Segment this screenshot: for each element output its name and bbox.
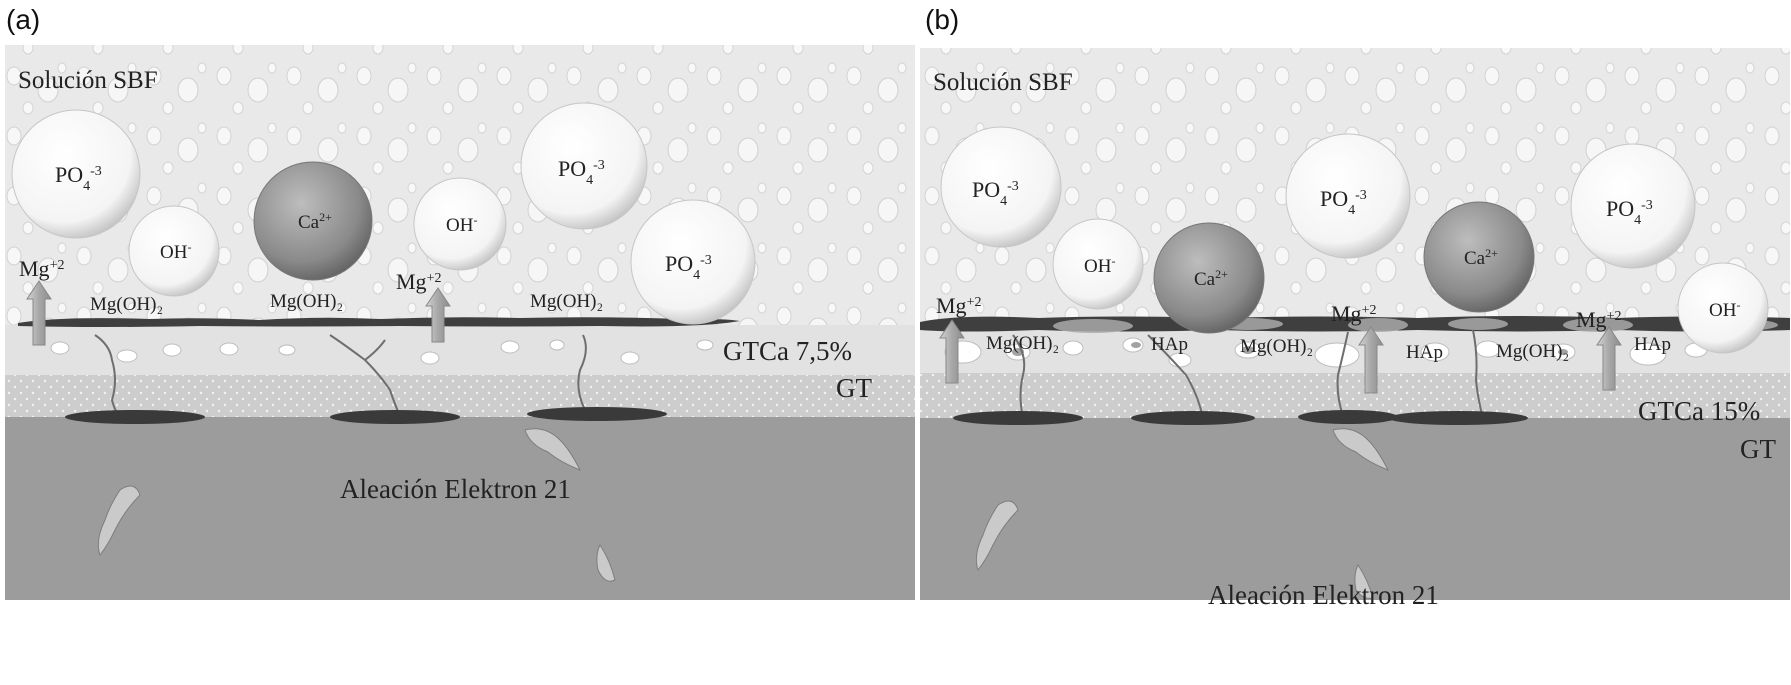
coating-label: GTCa 7,5% [723,336,852,366]
svg-text:OH-: OH- [1084,254,1115,277]
mg-ion-label: Mg+2 [1576,307,1621,332]
mg-ion-label: Mg+2 [1331,301,1376,326]
svg-text:PO4-3: PO4-3 [55,162,102,194]
sbf-solution-title: Solución SBF [933,69,1073,96]
panel-label-a: (a) [6,4,41,35]
svg-text:PO4-3: PO4-3 [1606,196,1653,228]
mgoh-label: Mg(OH)₂ [986,333,1059,354]
mgoh-label: Mg(OH)₂ [90,294,163,315]
svg-text:OH-: OH- [160,240,191,263]
sbf-solution-title: Solución SBF [18,67,158,94]
interface-pits [953,410,1528,425]
alloy-substrate [5,417,915,600]
mg-release-arrow [1358,326,1384,394]
hydroxide-ion: OH- [128,205,220,297]
mg-ion-label: Mg+2 [396,269,441,294]
mg-release-arrow [939,319,965,384]
svg-text:PO4-3: PO4-3 [558,156,605,188]
coating-label: GTCa 15% [1638,396,1760,426]
gt-layer-label: GT [836,373,872,403]
interface-pits [65,407,667,424]
hap-label: HAp [1634,334,1671,355]
mg-ion-label: Mg+2 [936,293,981,318]
mg-release-arrow [1596,326,1622,391]
svg-text:Ca2+: Ca2+ [298,210,332,233]
svg-text:Ca2+: Ca2+ [1464,246,1498,269]
panel-label-b: (b) [925,4,960,35]
cracks [1012,329,1484,419]
calcium-ion: Ca2+ [253,161,373,281]
mg-release-arrow [26,280,52,346]
hydroxide-ion: OH- [1052,218,1144,310]
mgoh-film [18,317,740,327]
svg-text:OH-: OH- [1709,298,1740,321]
phosphate-ion: PO4-3 [630,199,756,325]
phosphate-ion: PO4-3 [1570,143,1696,269]
calcium-ion: Ca2+ [1423,201,1535,313]
alloy-corrosion-features [975,428,1390,599]
mgoh-label: Mg(OH)₂ [1496,341,1569,362]
svg-text:OH-: OH- [446,213,477,236]
mg-ion-label: Mg+2 [19,256,64,281]
alloy-label: Aleación Elektron 21 [340,474,571,504]
calcium-ion: Ca2+ [1153,222,1265,334]
hap-label: HAp [1406,342,1443,363]
alloy-corrosion-features [97,428,616,582]
mgoh-label: Mg(OH)₂ [530,291,603,312]
hydroxide-ion: OH- [413,177,507,271]
gtca-coating-layer [5,325,915,375]
svg-text:PO4-3: PO4-3 [1320,186,1367,218]
coating-pores [50,339,714,365]
hap-label: HAp [1151,334,1188,355]
gt-layer-label: GT [1740,434,1776,464]
diagram-panel-a: Solución SBF PO4-3 OH- Ca2+ OH- PO4-3 PO… [5,45,915,600]
diagram-panel-b: Solución SBF PO4-3 OH- Ca2+ PO4-3 Ca2+ P… [920,48,1790,610]
phosphate-ion: PO4-3 [520,102,648,230]
svg-text:Ca2+: Ca2+ [1194,267,1228,290]
phosphate-ion: PO4-3 [940,126,1062,248]
phosphate-ion: PO4-3 [1285,133,1411,259]
mgoh-label: Mg(OH)₂ [270,291,343,312]
hydroxide-ion: OH- [1677,262,1769,354]
pore-precipitates [1012,342,1568,356]
gt-layer [5,375,915,417]
alloy-label: Aleación Elektron 21 [1208,580,1439,610]
mg-release-arrow [425,287,451,343]
svg-text:PO4-3: PO4-3 [972,177,1019,209]
svg-text:PO4-3: PO4-3 [665,251,712,283]
phosphate-ion: PO4-3 [11,109,141,239]
mgoh-label: Mg(OH)₂ [1240,336,1313,357]
